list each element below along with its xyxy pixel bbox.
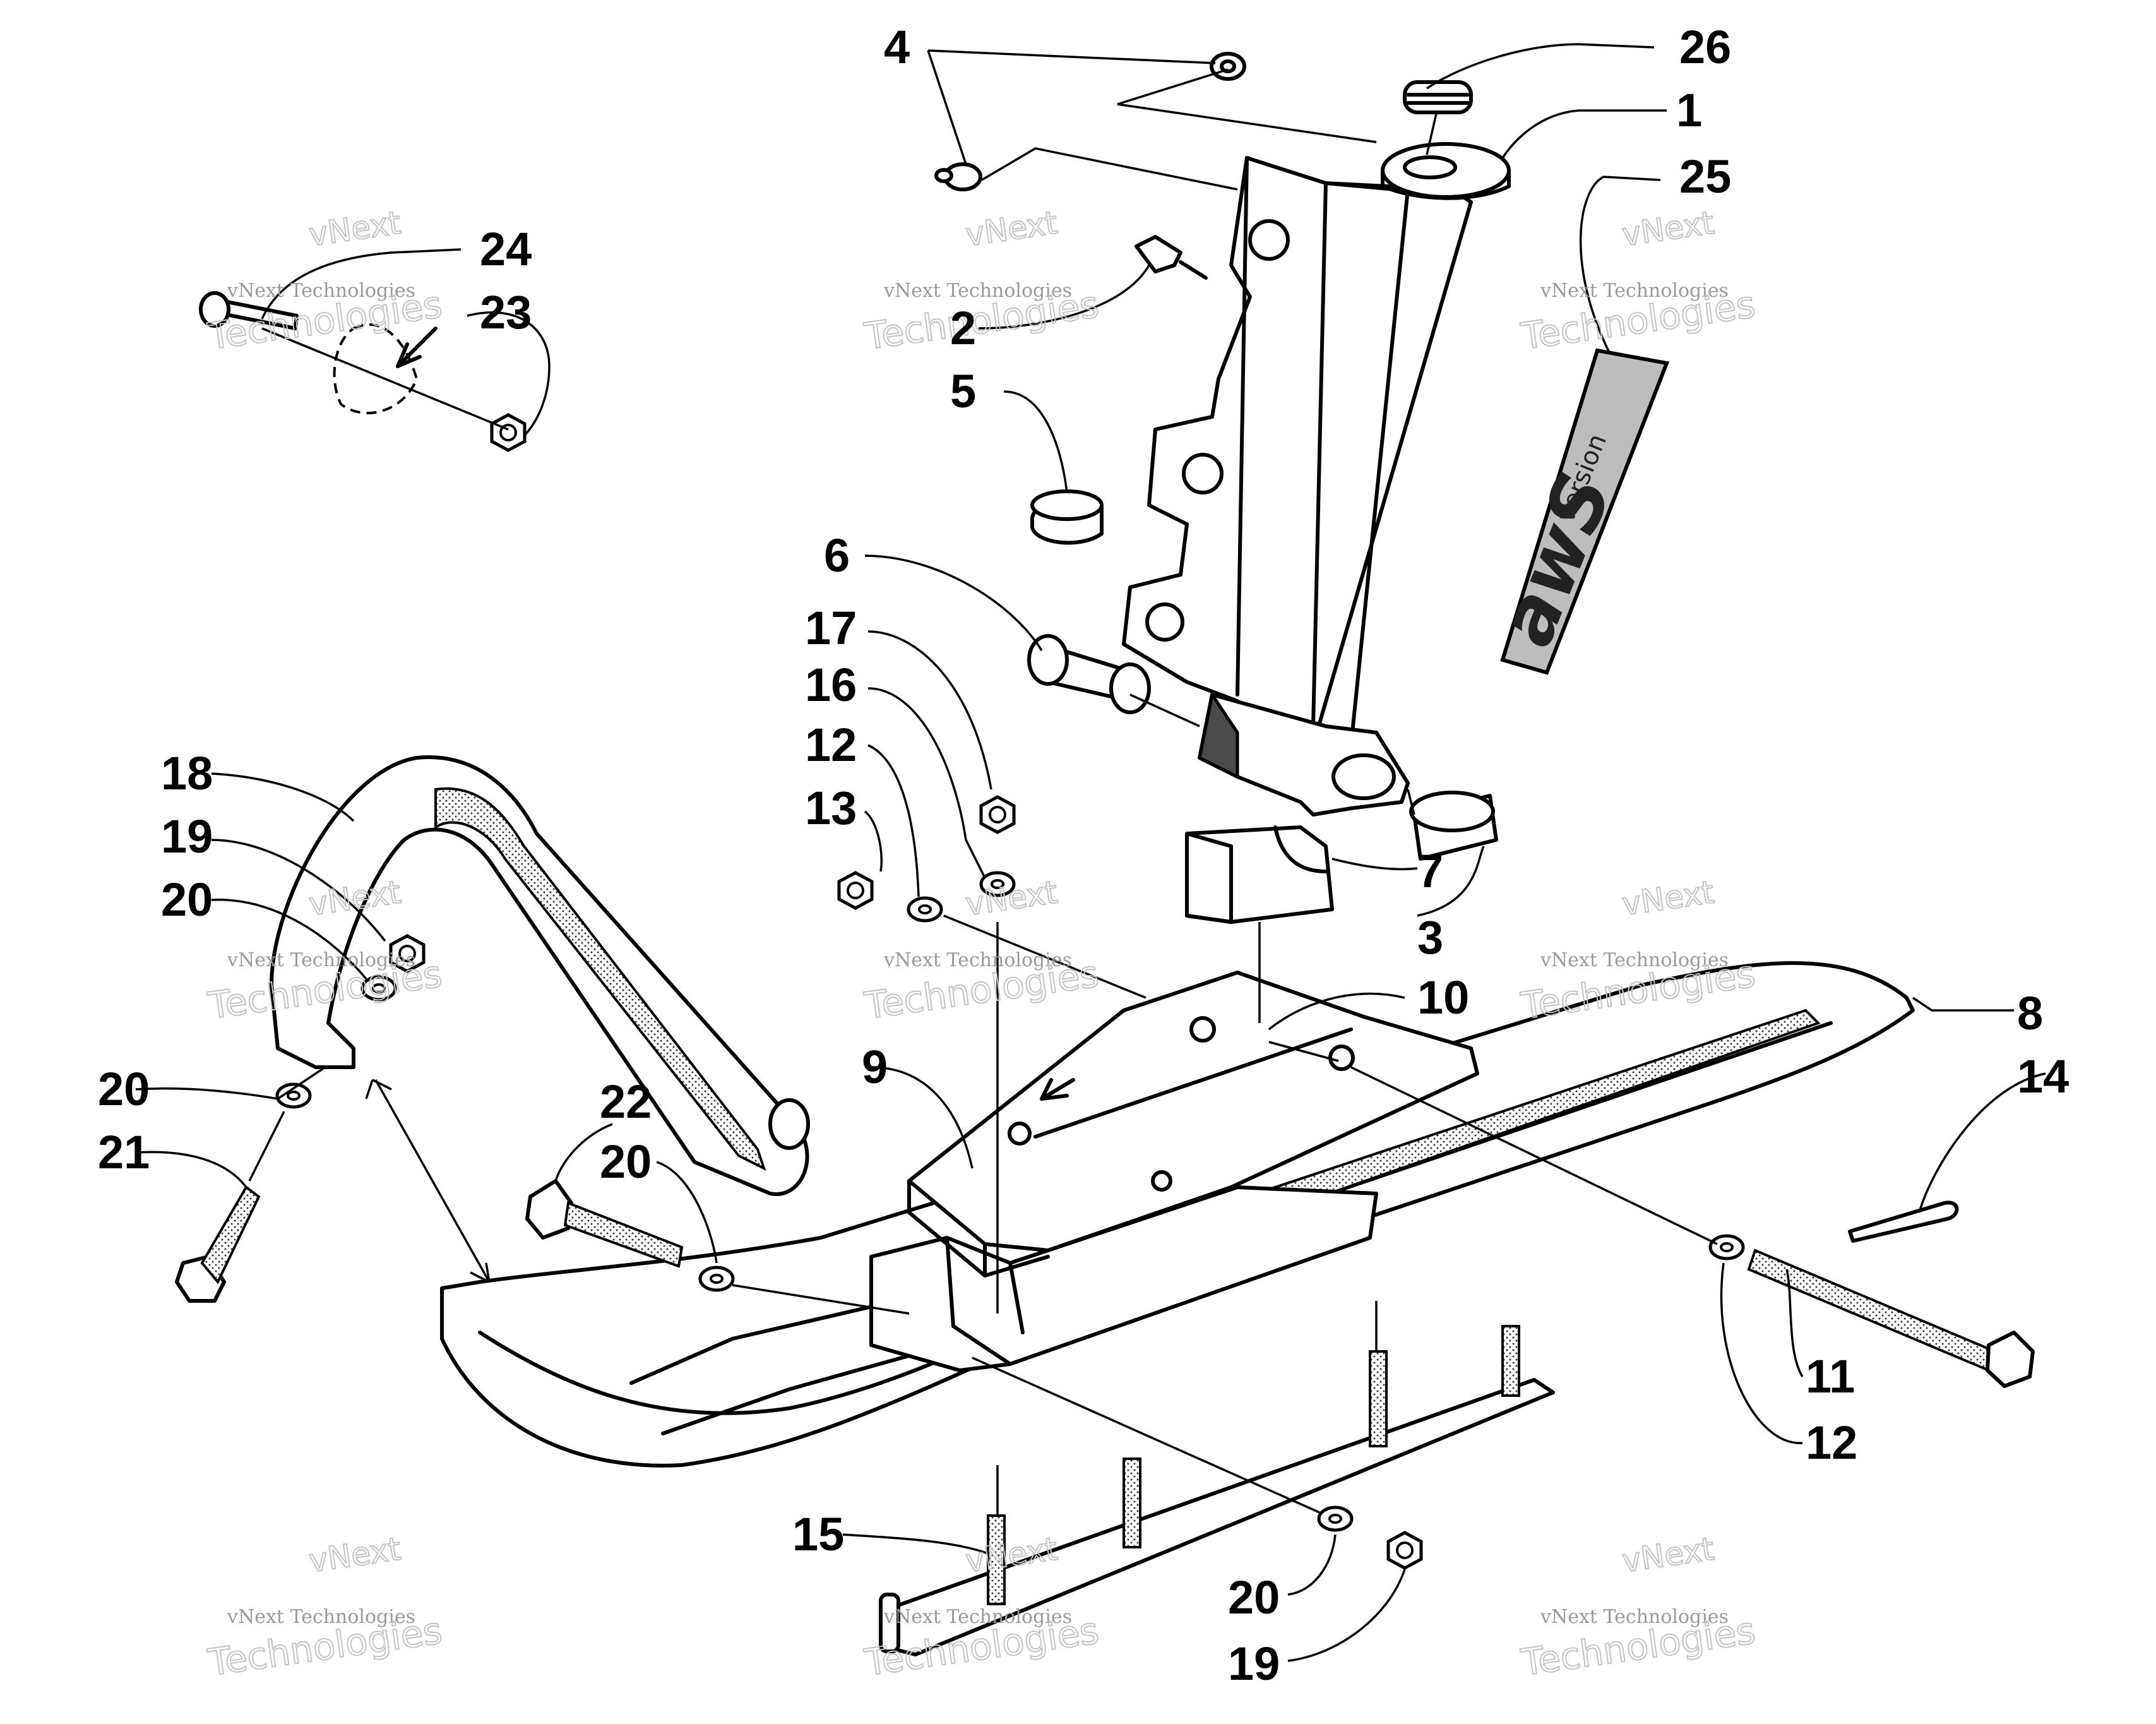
grommet-4-lower [934, 162, 982, 191]
callout-20: 20 [1228, 1571, 1280, 1624]
callout-21: 21 [98, 1126, 150, 1178]
ski-handle-18 [270, 755, 810, 1196]
watermark-top: vNext [1620, 1530, 1717, 1579]
watermark-small: vNext Technologies [1540, 1606, 1729, 1628]
watermark-small: vNext Technologies [883, 280, 1072, 302]
callout-2: 2 [950, 302, 976, 354]
callout-5: 5 [950, 365, 976, 417]
watermark-small: vNext Technologies [1540, 949, 1729, 971]
callout-12: 12 [805, 719, 857, 771]
watermark-top: vNext [307, 204, 403, 253]
wear-rod-15 [879, 1325, 1555, 1656]
watermark-top: vNext [307, 1530, 403, 1579]
callout-12: 12 [1806, 1416, 1857, 1469]
callout-7: 7 [1417, 845, 1443, 897]
bushing-5 [1030, 489, 1104, 545]
watermark-small: vNext Technologies [227, 949, 415, 971]
callout-16: 16 [805, 659, 857, 711]
callout-10: 10 [1417, 971, 1469, 1024]
nut-17 [981, 797, 1014, 832]
callout-20: 20 [98, 1063, 150, 1115]
bolt-24 [199, 291, 299, 330]
callout-24: 24 [480, 223, 532, 275]
callout-23: 23 [480, 286, 532, 338]
nut-23 [492, 415, 525, 450]
spindle-body [1122, 156, 1473, 747]
callout-9: 9 [862, 1041, 888, 1093]
callout-13: 13 [805, 782, 857, 834]
nut-13 [839, 873, 872, 908]
watermark-top: vNext [1620, 204, 1717, 253]
spindle-top-flange [1381, 142, 1511, 200]
callout-leaders [135, 43, 2046, 1662]
grease-fitting-2 [1135, 235, 1208, 280]
callout-18: 18 [161, 747, 213, 799]
bolt-21 [175, 1185, 261, 1303]
watermark-small: vNext Technologies [883, 949, 1072, 971]
rubber-damper-7 [1185, 825, 1334, 924]
callout-8: 8 [2017, 987, 2043, 1039]
washer-12a [908, 898, 941, 921]
callout-14: 14 [2017, 1050, 2069, 1103]
assembly-lines [248, 68, 1718, 1516]
callout-20: 20 [600, 1135, 652, 1188]
aws-decal: awS version [1482, 348, 1670, 675]
bushing-6 [1027, 634, 1151, 714]
washer-20d [1319, 1507, 1352, 1530]
aws-decal-text: awS [1482, 462, 1629, 657]
cap-plug-26 [1403, 80, 1473, 114]
callout-17: 17 [805, 602, 857, 654]
bolt-22 [525, 1179, 684, 1268]
callout-26: 26 [1679, 21, 1731, 73]
callout-1: 1 [1676, 84, 1702, 136]
watermark-top: vNext [963, 204, 1060, 253]
callout-19: 19 [1228, 1637, 1280, 1690]
bolt-11 [1747, 1248, 2035, 1388]
watermark-top: vNext [963, 873, 1060, 923]
spindle-lower-yoke [1198, 690, 1410, 817]
bushing-3 [1409, 791, 1498, 861]
watermark-small: vNext Technologies [227, 1606, 415, 1628]
cotter-pin-14 [1848, 1200, 1959, 1243]
callout-6: 6 [824, 529, 850, 582]
callout-labels: 4 26 1 25 24 23 2 5 6 17 16 12 13 18 19 … [98, 21, 2069, 1690]
callout-25: 25 [1679, 150, 1731, 203]
callout-19: 19 [161, 810, 213, 863]
washer-20c [700, 1267, 733, 1290]
bracket-23-ghost [333, 323, 438, 415]
callout-22: 22 [600, 1075, 652, 1128]
callout-3: 3 [1417, 911, 1443, 964]
watermark-small: vNext Technologies [1540, 280, 1729, 302]
callout-15: 15 [792, 1508, 844, 1560]
grommet-4-upper [1210, 52, 1246, 81]
ski-saddle-channel [869, 1185, 1378, 1372]
ski-saddle [907, 971, 1479, 1278]
watermark-small: vNext Technologies [883, 1606, 1072, 1628]
watermark: vNext vNext Technologies Technologies vN… [205, 203, 1758, 1685]
nut-19b [1388, 1533, 1421, 1568]
washer-12b [1710, 1236, 1743, 1259]
callout-4: 4 [884, 21, 910, 73]
watermark-top: vNext [1620, 873, 1717, 923]
watermark-small: vNext Technologies [227, 280, 415, 302]
callout-20: 20 [161, 873, 213, 926]
callout-11: 11 [1806, 1350, 1855, 1403]
